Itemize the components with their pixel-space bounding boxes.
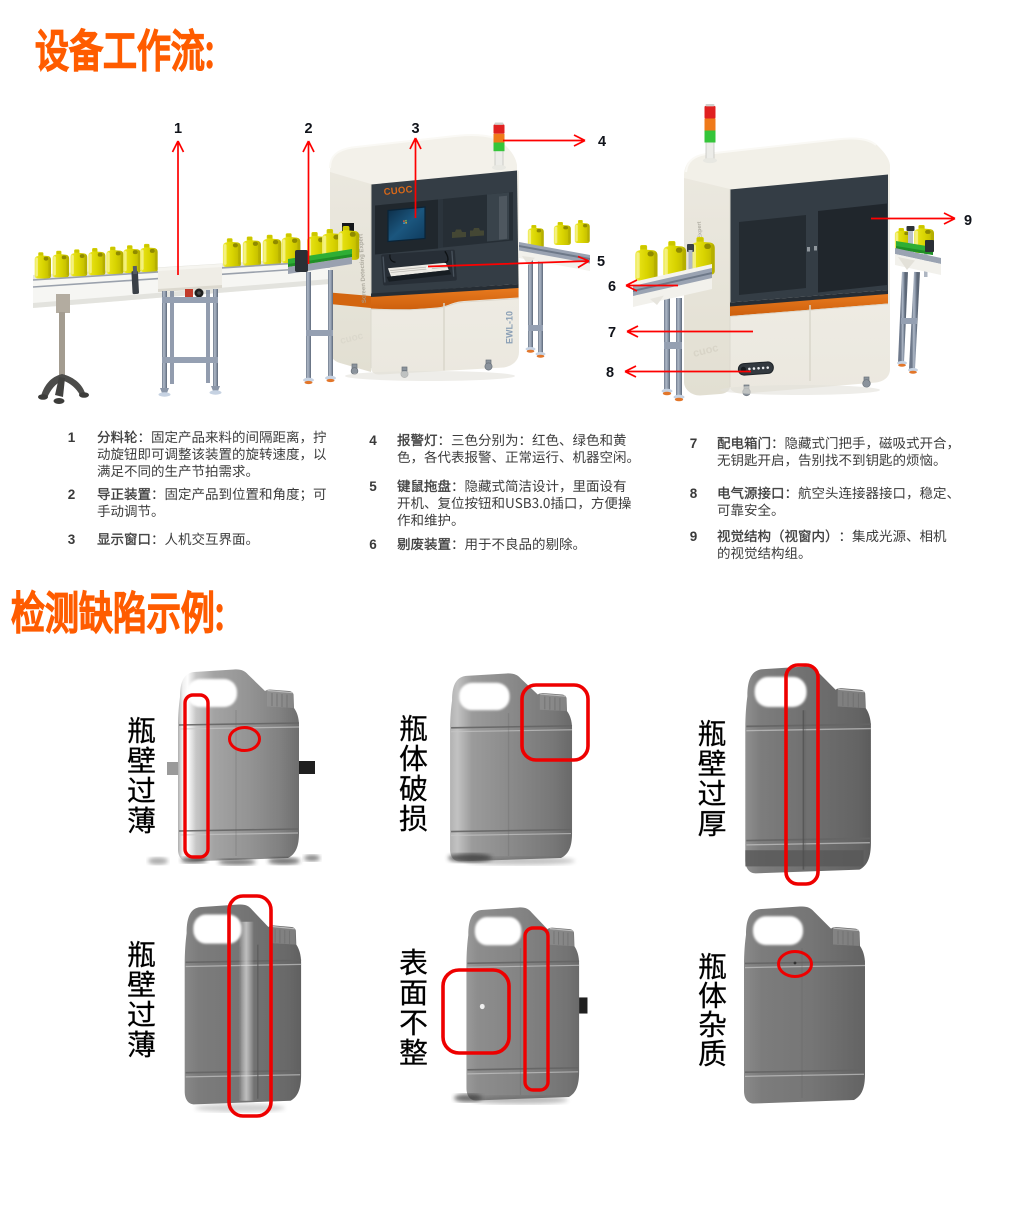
svg-text:4: 4 (369, 433, 377, 448)
svg-text:Screen Detecting Expert: Screen Detecting Expert (358, 234, 368, 304)
svg-text:CUOC: CUOC (383, 184, 413, 198)
svg-text:7: 7 (690, 436, 698, 451)
svg-text:5: 5 (369, 479, 377, 494)
svg-text:3: 3 (411, 121, 419, 137)
svg-text:8: 8 (690, 486, 698, 501)
svg-text:1: 1 (68, 430, 76, 445)
svg-text:8: 8 (606, 365, 614, 381)
svg-text:9: 9 (964, 213, 972, 229)
svg-text:5: 5 (597, 254, 605, 270)
svg-text:9: 9 (690, 529, 698, 544)
svg-text:2: 2 (68, 487, 76, 502)
svg-text:6: 6 (369, 537, 377, 552)
svg-text:3: 3 (68, 532, 76, 547)
svg-text:2: 2 (304, 121, 312, 137)
svg-text:4: 4 (598, 134, 606, 150)
svg-text:EWL-10: EWL-10 (505, 311, 515, 344)
svg-text:7: 7 (608, 325, 616, 341)
svg-text:6: 6 (608, 279, 616, 295)
svg-text:1: 1 (174, 121, 182, 137)
